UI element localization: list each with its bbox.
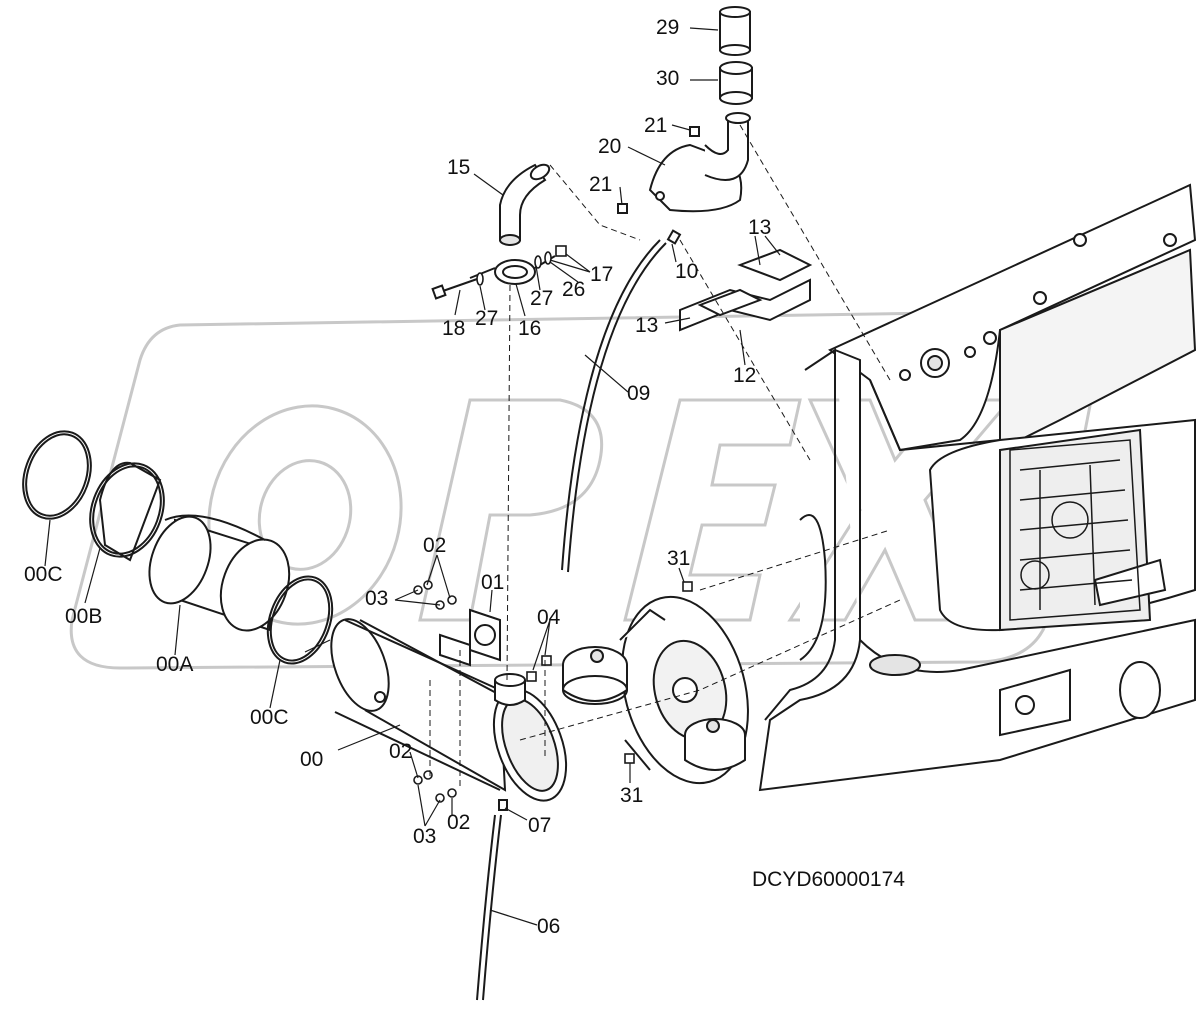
callout-26: 26 bbox=[562, 278, 586, 301]
rubber-mount-lower bbox=[684, 718, 746, 771]
callout-12: 12 bbox=[733, 364, 757, 387]
callout-02-bottom: 02 bbox=[447, 811, 471, 834]
ring-00c-right bbox=[266, 575, 334, 665]
upper-frame bbox=[828, 183, 1197, 452]
callout-06: 06 bbox=[537, 915, 561, 938]
callout-03-bottom: 03 bbox=[413, 825, 437, 848]
callout-00c-left: 00C bbox=[24, 563, 63, 586]
callout-04: 04 bbox=[537, 606, 561, 629]
engine-block bbox=[1009, 439, 1141, 621]
callout-00: 00 bbox=[300, 748, 324, 771]
washers-27-26-17 bbox=[476, 245, 567, 286]
drawing-code: DCYD60000174 bbox=[752, 868, 905, 891]
callout-01: 01 bbox=[481, 571, 505, 594]
callout-16: 16 bbox=[518, 317, 542, 340]
tail-pipe-20 bbox=[648, 112, 751, 213]
callout-27-left: 27 bbox=[475, 307, 499, 330]
callout-21-lower: 21 bbox=[589, 173, 613, 196]
callout-09: 09 bbox=[627, 382, 651, 405]
callout-18: 18 bbox=[442, 317, 466, 340]
flange-gasket bbox=[469, 608, 501, 662]
hose-09 bbox=[561, 239, 667, 573]
callout-15: 15 bbox=[447, 156, 471, 179]
callout-02-top: 02 bbox=[423, 534, 447, 557]
drain-hose-06 bbox=[476, 814, 502, 1001]
callout-31-top: 31 bbox=[667, 547, 691, 570]
callout-03-top: 03 bbox=[365, 587, 389, 610]
assembly-lines bbox=[429, 124, 901, 790]
band-00b bbox=[89, 461, 165, 562]
leader-lines bbox=[44, 27, 781, 926]
callout-13-lower: 13 bbox=[635, 314, 659, 337]
callout-29: 29 bbox=[656, 16, 680, 39]
ring-00c-left bbox=[22, 430, 92, 520]
pipe-29 bbox=[719, 6, 751, 56]
exhaust-elbow-15 bbox=[499, 163, 551, 246]
callout-13-upper: 13 bbox=[748, 216, 772, 239]
callout-21-upper: 21 bbox=[644, 114, 668, 137]
bolt-18 bbox=[431, 277, 481, 300]
callout-30: 30 bbox=[656, 67, 680, 90]
callout-20: 20 bbox=[598, 135, 622, 158]
callout-00c-right: 00C bbox=[250, 706, 289, 729]
callout-00a: 00A bbox=[156, 653, 194, 676]
pipe-30 bbox=[719, 61, 753, 105]
heat-shield-12 bbox=[679, 248, 813, 332]
connector-10 bbox=[666, 229, 682, 245]
callout-07: 07 bbox=[528, 814, 552, 837]
callout-17: 17 bbox=[590, 263, 614, 286]
callout-00b: 00B bbox=[65, 605, 103, 628]
callout-02-middle: 02 bbox=[389, 740, 413, 763]
bolts-21 bbox=[617, 126, 700, 214]
main-frame-body bbox=[758, 348, 1196, 792]
fitting-07 bbox=[498, 799, 508, 811]
callout-10: 10 bbox=[675, 260, 699, 283]
rubber-mount-upper bbox=[562, 646, 628, 705]
muffler bbox=[330, 618, 568, 802]
callout-27-right: 27 bbox=[530, 287, 554, 310]
callout-31-bottom: 31 bbox=[620, 784, 644, 807]
